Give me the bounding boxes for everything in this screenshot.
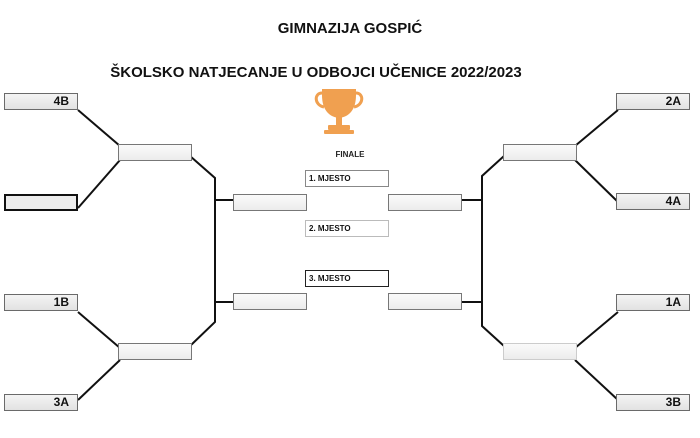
- trophy-icon: [314, 89, 364, 134]
- right-round2-top: [503, 144, 577, 161]
- school-title: GIMNAZIJA GOSPIĆ: [277, 20, 423, 37]
- finale-label: FINALE: [335, 150, 365, 159]
- right-round2-bottom: [503, 343, 577, 360]
- team-right-1: 2A: [616, 93, 690, 110]
- left-round2-bottom: [118, 343, 192, 360]
- team-right-4: 3B: [616, 394, 690, 411]
- team-left-1: 4B: [4, 93, 78, 110]
- final-place-2: 2. MJESTO: [305, 220, 389, 237]
- left-semi-bottom: [233, 293, 307, 310]
- team-left-2: [4, 194, 78, 211]
- final-place-3: 3. MJESTO: [305, 270, 389, 287]
- left-semi-top: [233, 194, 307, 211]
- team-left-4: 3A: [4, 394, 78, 411]
- left-round2-top: [118, 144, 192, 161]
- right-semi-top: [388, 194, 462, 211]
- right-semi-bottom: [388, 293, 462, 310]
- team-right-3: 1A: [616, 294, 690, 311]
- team-right-2: 4A: [616, 193, 690, 210]
- final-place-1: 1. MJESTO: [305, 170, 389, 187]
- event-title: ŠKOLSKO NATJECANJE U ODBOJCI UČENICE 202…: [110, 64, 522, 81]
- team-left-3: 1B: [4, 294, 78, 311]
